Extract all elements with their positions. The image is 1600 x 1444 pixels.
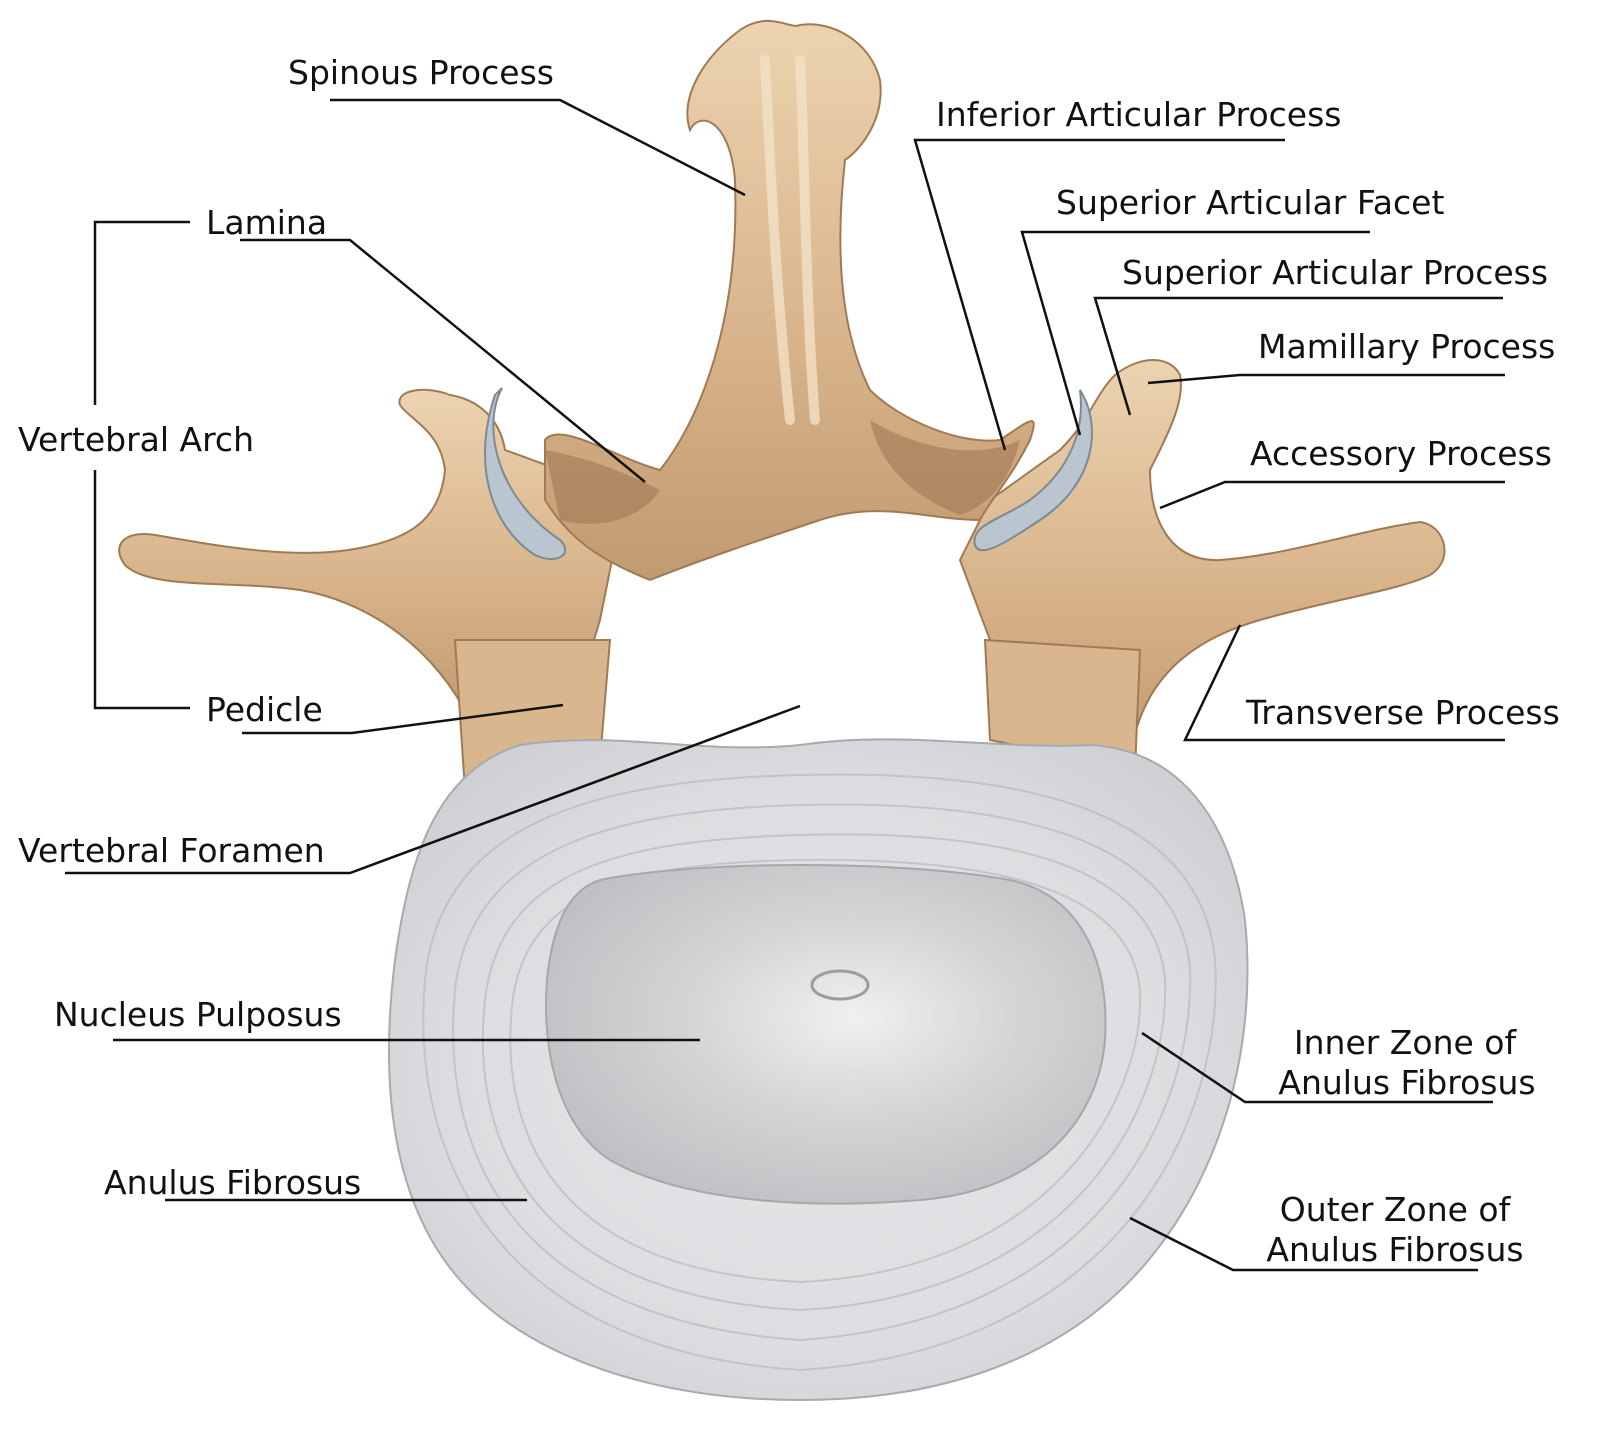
- lamina-leader: [240, 238, 646, 483]
- left-articular-facet-shape: [484, 387, 567, 560]
- inferior-articular-process-leader: [913, 138, 1285, 451]
- anulus-rings: [422, 773, 1217, 1372]
- accessory-process-leader: [1159, 480, 1505, 510]
- right-articular-facet-shape: [973, 389, 1093, 552]
- label-inner-zone-line1: Inner Zone of: [1293, 1023, 1517, 1062]
- label-inner-zone-line2: Anulus Fibrosus: [1278, 1063, 1536, 1102]
- vertebral-arch-shape: [118, 19, 1446, 795]
- mamillary-process-leader: [1147, 373, 1505, 385]
- leader-lines: [65, 98, 1505, 1272]
- left-lamina-shadow: [545, 450, 660, 524]
- label-inferior-articular-process: Inferior Articular Process: [936, 95, 1342, 134]
- superior-articular-facet-leader: [1020, 230, 1370, 436]
- intervertebral-disc-shape: [387, 738, 1249, 1402]
- label-vertebral-arch: Vertebral Arch: [18, 420, 254, 459]
- label-accessory-process: Accessory Process: [1250, 434, 1552, 473]
- label-anulus-fibrosus: Anulus Fibrosus: [104, 1163, 362, 1202]
- label-superior-articular-process: Superior Articular Process: [1122, 253, 1549, 292]
- label-outer-zone-line1: Outer Zone of: [1279, 1190, 1511, 1229]
- vertebral-foramen-leader: [65, 704, 801, 875]
- label-nucleus-pulposus: Nucleus Pulposus: [54, 995, 342, 1034]
- vertebral-arch-bracket: [93, 220, 190, 405]
- outer-zone-leader: [1129, 1216, 1478, 1272]
- label-lamina: Lamina: [206, 203, 328, 242]
- label-superior-articular-facet: Superior Articular Facet: [1056, 183, 1445, 222]
- label-vertebral-foramen: Vertebral Foramen: [18, 831, 325, 870]
- right-lamina-shadow: [870, 420, 1020, 515]
- label-outer-zone-line2: Anulus Fibrosus: [1266, 1230, 1524, 1269]
- spinous-process-ridge: [760, 55, 820, 425]
- nucleus-pulposus-shape: [545, 864, 1107, 1205]
- label-spinous-process: Spinous Process: [288, 53, 554, 92]
- label-transverse-process: Transverse Process: [1246, 693, 1560, 732]
- vertebral-arch-bracket-lower: [93, 470, 190, 710]
- spinous-process-leader: [330, 98, 746, 197]
- label-pedicle: Pedicle: [206, 690, 323, 729]
- inner-zone-leader: [1141, 1031, 1493, 1104]
- pedicle-leader: [242, 703, 564, 735]
- transverse-process-leader: [1183, 624, 1505, 742]
- superior-articular-process-leader: [1093, 296, 1503, 416]
- label-mamillary-process: Mamillary Process: [1258, 327, 1556, 366]
- nucleus-center-mark: [810, 969, 870, 1001]
